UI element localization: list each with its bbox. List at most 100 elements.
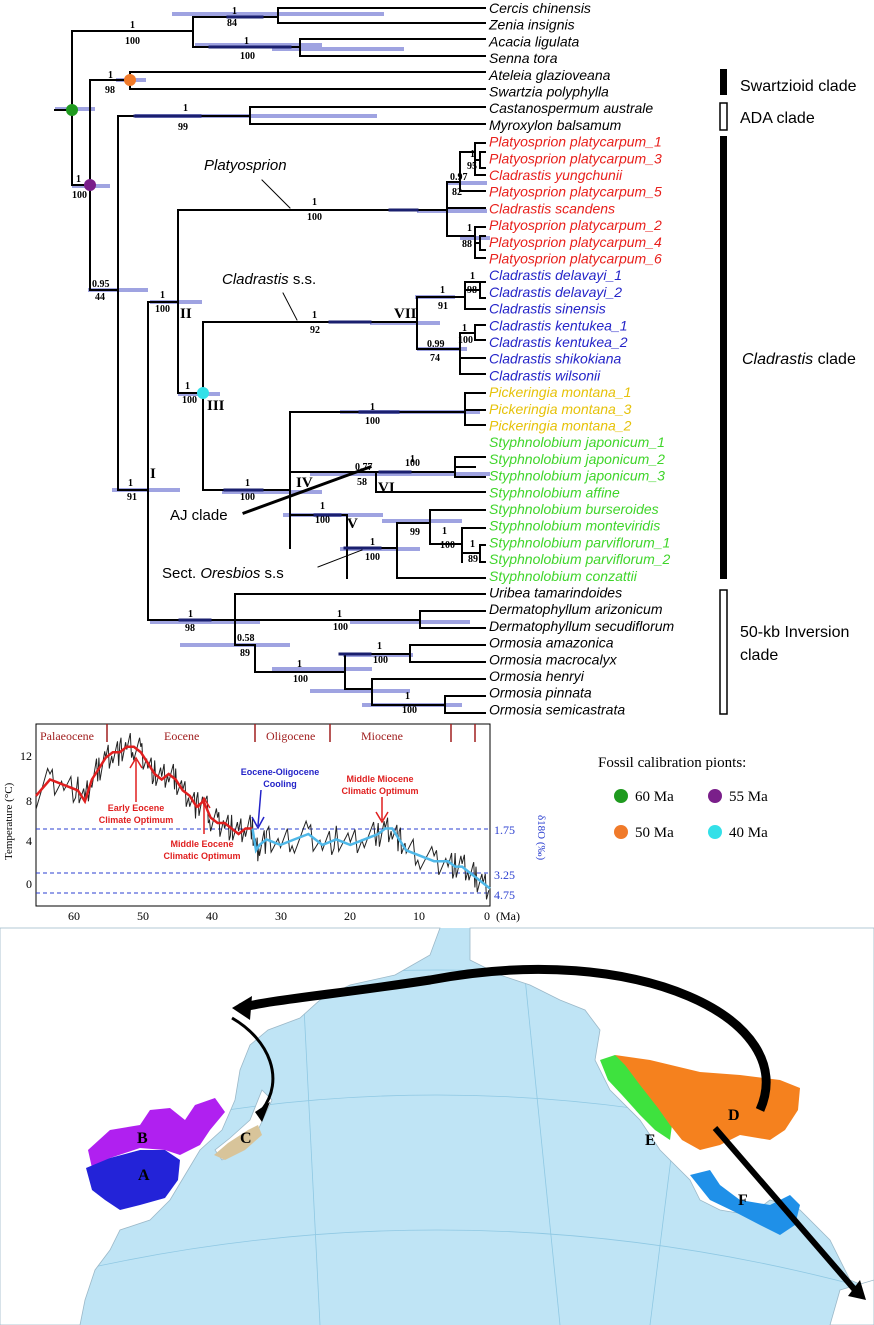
taxon-label: Cladrastis shikokiana (489, 351, 621, 367)
taxon-label: Cladrastis scandens (489, 200, 615, 216)
x-tick-20: 20 (344, 909, 356, 923)
region-labels: A B C D E F (137, 1107, 748, 1209)
svg-text:1: 1 (467, 223, 472, 234)
taxon-label: Platyosprion platycarpum_3 (489, 150, 662, 166)
taxon-label: Cladrastis kentukea_1 (489, 317, 628, 333)
taxon-label: Styphnolobium affine (489, 484, 620, 500)
taxon-label: Cladrastis kentukea_2 (489, 334, 628, 350)
taxon-label: Castanospermum australe (489, 100, 653, 116)
epoch-palaeocene: Palaeocene (40, 729, 94, 743)
svg-text:100: 100 (365, 416, 380, 427)
svg-text:1: 1 (185, 381, 190, 392)
taxon-label: Zenia insignis (488, 17, 575, 33)
svg-text:100: 100 (240, 492, 255, 503)
svg-text:1: 1 (244, 36, 249, 47)
taxon-label: Styphnolobium parviflorum_1 (489, 534, 670, 550)
svg-text:1: 1 (470, 271, 475, 282)
taxon-label: Platyosprion platycarpum_1 (489, 134, 662, 150)
x-unit: (Ma) (496, 909, 520, 923)
svg-text:100: 100 (365, 552, 380, 563)
node-III: III (207, 398, 225, 414)
taxon-label: Dermatophyllum secudiflorum (489, 618, 675, 634)
y-tick-3-25: 3.25 (494, 868, 515, 882)
svg-text:100: 100 (333, 622, 348, 633)
calibration-40ma (197, 387, 209, 399)
svg-text:98: 98 (105, 85, 115, 96)
svg-text:1: 1 (128, 478, 133, 489)
taxon-label: Pickeringia montana_3 (489, 401, 632, 417)
node-V: V (347, 516, 358, 532)
taxon-label: Cladrastis wilsonii (489, 367, 601, 383)
taxon-label: Uribea tamarindoides (489, 585, 622, 601)
calibration-legend: Fossil calibration pionts: 60 Ma 55 Ma 5… (598, 755, 768, 841)
x-tick-60: 60 (68, 909, 80, 923)
svg-text:88: 88 (462, 239, 472, 250)
svg-text:1: 1 (370, 537, 375, 548)
taxon-label: Cladrastis sinensis (489, 301, 606, 317)
taxon-label: Styphnolobium conzattii (489, 568, 638, 584)
region-A (86, 1150, 180, 1210)
cladrastis-clade-label: Cladrastis clade (742, 351, 856, 368)
taxon-label: Platyosprion platycarpum_2 (489, 217, 662, 233)
svg-text:1: 1 (440, 285, 445, 296)
svg-text:100: 100 (125, 36, 140, 47)
svg-text:100: 100 (240, 51, 255, 62)
legend-label-40: 40 Ma (729, 825, 768, 841)
eeco-line1: Early Eocene (108, 803, 165, 813)
ada-clade-label: ADA clade (740, 110, 815, 127)
inversion-clade-label-1: 50-kb Inversion (740, 624, 849, 641)
svg-text:1: 1 (442, 526, 447, 537)
legend-dot-40 (708, 825, 722, 839)
taxon-label: Platyosprion platycarpum_6 (489, 251, 662, 267)
y-tick-4-75: 4.75 (494, 888, 515, 902)
chart-annotations: Early Eocene Climate Optimum Middle Eoce… (99, 756, 419, 861)
meco-line2: Climatic Optimum (163, 851, 240, 861)
taxon-label: Acacia ligulata (488, 33, 579, 49)
node-IV: IV (296, 475, 313, 491)
epoch-ticks (106, 724, 476, 742)
node-numerals: I II III IV V VI VII (150, 306, 417, 532)
eoc-line1: Eocene-Oligocene (241, 767, 320, 777)
svg-text:1: 1 (188, 609, 193, 620)
calibration-points (66, 74, 209, 399)
svg-text:0.58: 0.58 (237, 633, 255, 644)
svg-text:89: 89 (240, 648, 250, 659)
aj-clade-label: AJ clade (170, 507, 228, 524)
svg-text:1: 1 (130, 20, 135, 31)
y-ticks-right: 1.75 3.25 4.75 (494, 823, 515, 902)
svg-text:1: 1 (160, 290, 165, 301)
svg-text:100: 100 (155, 304, 170, 315)
x-tick-0: 0 (484, 909, 490, 923)
meco-line1: Middle Eocene (170, 839, 233, 849)
y-label-left: Temperature (°C) (3, 782, 15, 860)
epoch-labels: Palaeocene Eocene Oligocene Miocene (40, 729, 403, 743)
region-label-A: A (138, 1167, 150, 1184)
oresbios-label: Sect. Oresbios s.s (162, 565, 284, 582)
svg-text:1: 1 (108, 70, 113, 81)
svg-text:91: 91 (438, 301, 448, 312)
node-VII: VII (394, 306, 417, 322)
region-label-D: D (728, 1107, 740, 1124)
taxon-label: Ormosia henryi (489, 668, 585, 684)
taxon-label: Ateleia glazioveana (488, 67, 611, 83)
eoc-line2: Cooling (263, 779, 297, 789)
taxon-label: Cladrastis yungchunii (489, 167, 623, 183)
region-B (88, 1098, 225, 1168)
arrow-asia-to-japan (231, 1016, 275, 1111)
taxon-label: Styphnolobium monteviridis (489, 518, 660, 534)
svg-text:1: 1 (470, 539, 475, 550)
region-label-B: B (137, 1130, 148, 1147)
taxon-label: Styphnolobium parviflorum_2 (489, 551, 671, 567)
region-D (615, 1055, 800, 1150)
delta-o18-lines (36, 828, 490, 894)
legend-title: Fossil calibration pionts: (598, 755, 746, 771)
svg-text:100: 100 (307, 212, 322, 223)
taxon-label: Ormosia macrocalyx (489, 651, 618, 667)
svg-text:44: 44 (95, 292, 105, 303)
region-E (600, 1055, 672, 1140)
taxon-label: Styphnolobium japonicum_2 (489, 451, 665, 467)
svg-text:98: 98 (467, 285, 477, 296)
svg-text:0.77: 0.77 (355, 462, 373, 473)
x-tick-40: 40 (206, 909, 218, 923)
